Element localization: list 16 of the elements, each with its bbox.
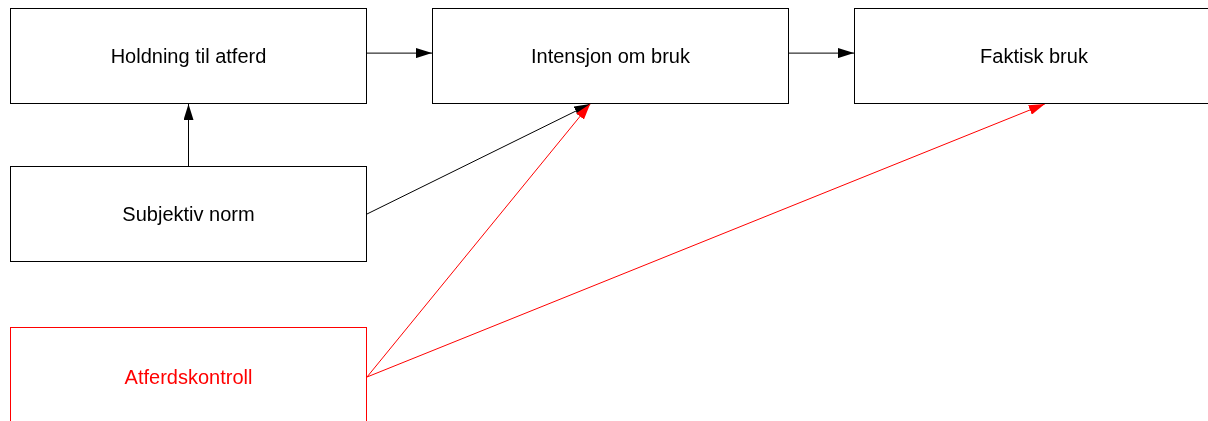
process-box (10, 327, 367, 421)
box-label: Holdning til atferd (110, 43, 267, 69)
process-box (10, 166, 367, 262)
arrow (183, 103, 194, 167)
box-label: Faktisk bruk (980, 43, 1088, 69)
arrow (366, 103, 591, 378)
box-label: Atferdskontroll (124, 364, 253, 390)
arrow (366, 48, 433, 59)
process-box (854, 8, 1208, 104)
box-label: Subjektiv norm (122, 201, 255, 227)
process-box (432, 8, 789, 104)
process-box (10, 8, 367, 104)
arrow (366, 103, 1046, 378)
arrow (366, 103, 591, 215)
box-label: Intensjon om bruk (531, 43, 690, 69)
arrow (788, 48, 855, 59)
